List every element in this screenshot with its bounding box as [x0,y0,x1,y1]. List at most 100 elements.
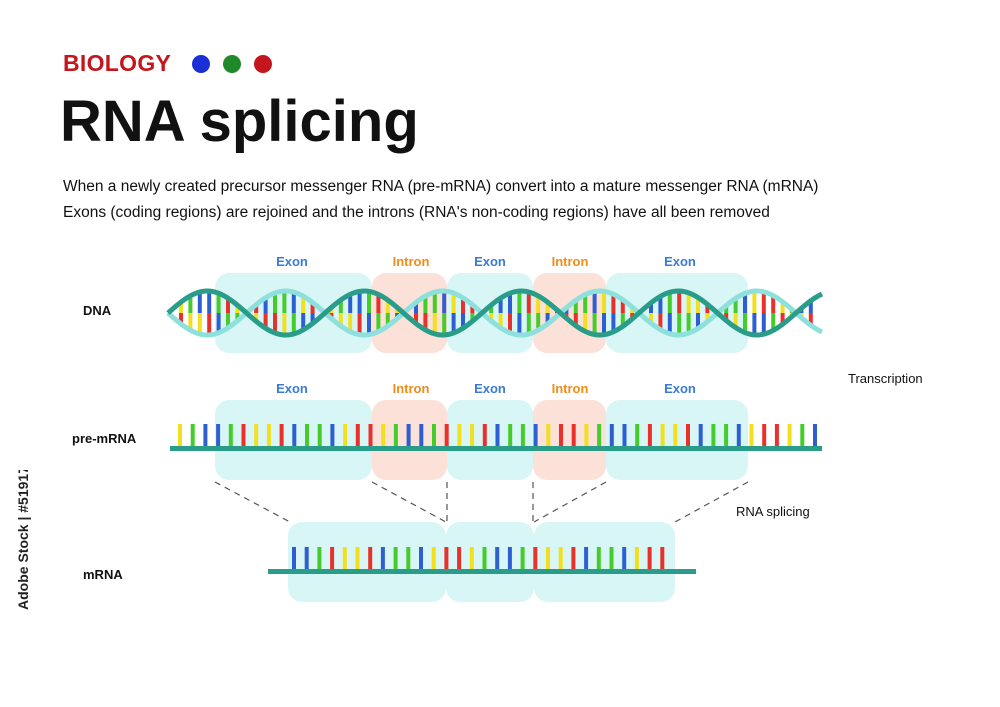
dna-base [254,313,259,322]
rna-base [597,424,602,446]
dna-base [611,294,616,313]
dna-exon-3-region [606,273,748,353]
dna-base [743,313,747,333]
dna-base [583,294,588,313]
dna-base [686,313,691,334]
dna-base [273,313,277,333]
dna-base [771,313,776,331]
pre-mrna-exon-2-label: Exon [474,381,506,396]
rna-base [546,547,550,569]
dna-base [508,293,512,313]
dna-base [752,291,757,313]
rna-base [533,424,538,446]
dna-base [207,291,212,313]
dna-base [780,313,785,325]
dna-base [357,313,362,335]
dna-base [226,298,230,313]
rna-base [584,424,589,446]
rna-base [393,547,398,569]
dna-base [263,297,268,313]
splice-guide-line [214,481,291,523]
dna-base [649,313,653,324]
rna-base [457,547,462,569]
rna-base [457,424,462,446]
mrna-exon-2-region [446,522,534,602]
rna-base [216,424,221,446]
rna-base [444,424,449,446]
dna-base [451,293,456,313]
rna-base [495,547,500,569]
stock-watermark-text: Adobe Stock | #519175998 [15,470,31,610]
rna-splicing-label: RNA splicing [736,504,810,519]
dna-base [573,313,578,326]
dna-base [667,292,672,313]
dna-base [197,313,202,334]
pre-mrna-intron-1-label: Intron [393,381,430,396]
rna-base [444,547,449,569]
dna-base [301,313,306,330]
rna-base [393,424,398,446]
dna-base [592,313,597,335]
rna-base [381,424,386,446]
rna-base [355,547,360,569]
rna-base [432,424,436,446]
subject-label: BIOLOGY [63,50,172,76]
rna-base [762,424,767,446]
rna-base [724,424,729,446]
color-dots [192,55,272,73]
rna-base [749,424,754,446]
dna-base [808,300,813,313]
dna-base [432,292,437,313]
dna-row-label: DNA [83,303,112,318]
dna-base [517,313,522,335]
dna-base [545,302,550,313]
pre-mrna-backbone [170,446,822,451]
pre-mrna-bases [178,424,817,446]
pre-mrna-row-label: pre-mRNA [72,431,137,446]
splice-guide-line [674,481,749,523]
dna-base [545,313,550,324]
dna-base [724,305,729,313]
dna-base [808,313,813,326]
rna-base [406,547,411,569]
rna-base [609,424,614,446]
dna-base [385,313,390,326]
page-title: RNA splicing [60,89,419,154]
dna-base [696,297,700,313]
dna-base [592,291,597,313]
green-dot-icon [223,55,241,73]
rna-base [330,547,335,569]
dna-base [188,295,193,313]
dna-intron-2-label: Intron [552,254,589,269]
rna-base [533,547,538,569]
dna-base [677,313,682,335]
dna-base [733,313,738,328]
rna-base [520,424,525,446]
dna-base [254,304,259,313]
rna-base [813,424,817,446]
dna-base [338,313,343,326]
rna-base [800,424,805,446]
rna-base [305,424,309,446]
dna-base [207,313,212,335]
dna-base [310,313,315,324]
dna-base [677,291,682,313]
dna-base [263,313,268,329]
rna-base [558,547,563,569]
dna-base [489,313,494,321]
mrna-row-label: mRNA [83,567,123,582]
dna-base [498,298,503,313]
dna-base [602,291,606,313]
rna-base [406,424,411,446]
dna-base [442,313,447,335]
dna-base [367,291,371,313]
rna-base [584,547,589,569]
dna-base [733,298,738,313]
dna-base [235,305,240,313]
rna-base [736,424,741,446]
dna-base [573,300,578,313]
pre-mrna-exon-2-region [447,400,533,480]
dna-strand-front [166,288,824,338]
mrna-exon-3-region [534,522,675,602]
dna-base [780,301,785,313]
